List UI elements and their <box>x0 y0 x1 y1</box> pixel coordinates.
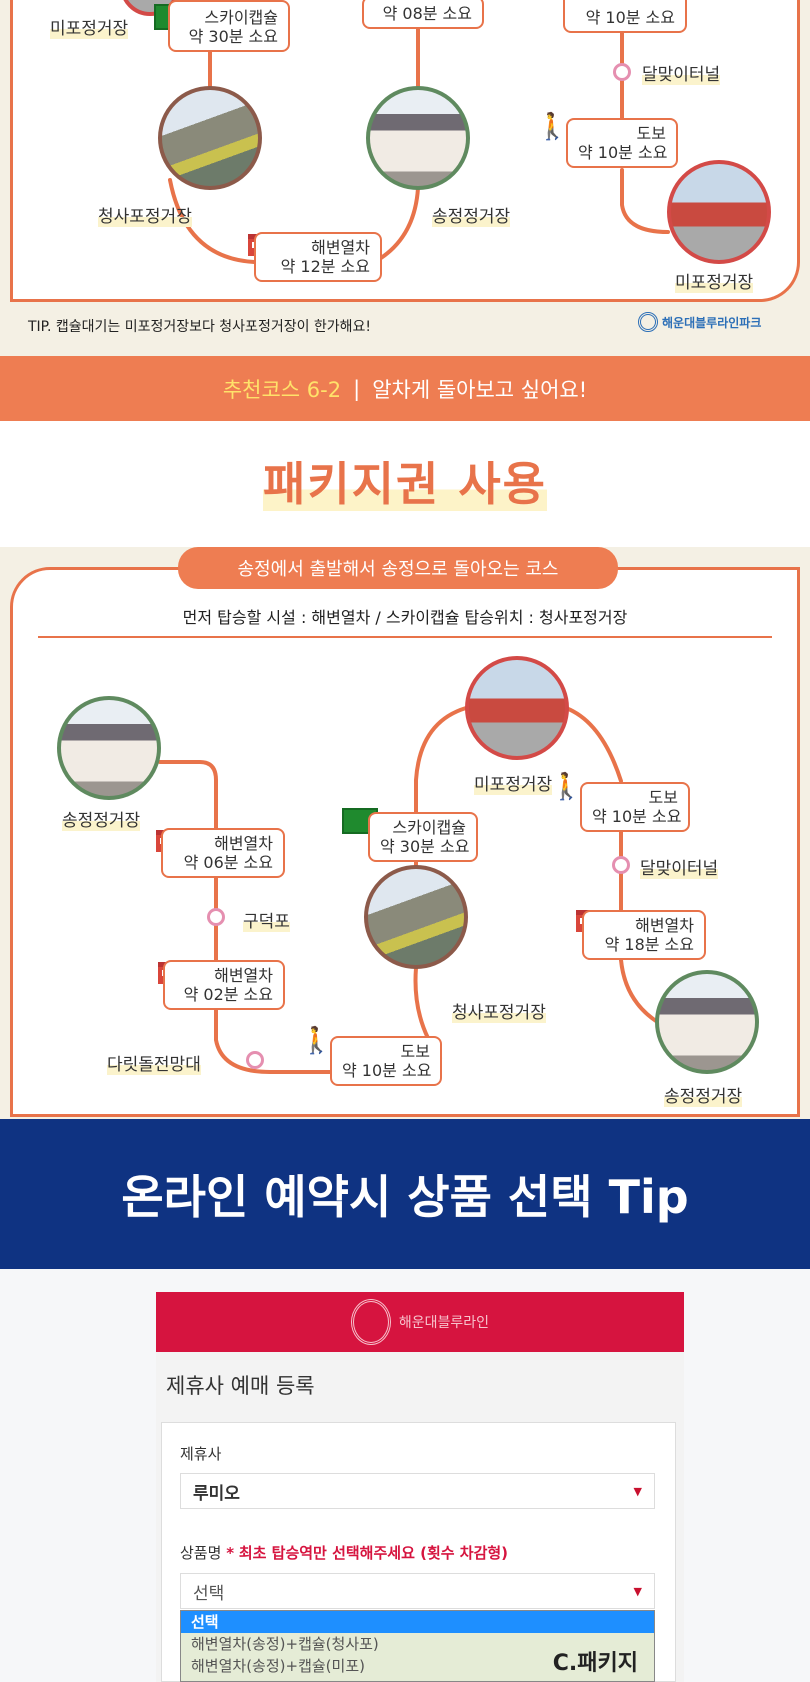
node-label: 달맞이터널 <box>642 60 721 85</box>
caret-down-icon: ▼ <box>633 1584 642 1598</box>
form-title: 제휴사 예매 등록 <box>166 1374 315 1398</box>
segment-train-08: 약 08분 소요 <box>362 0 484 29</box>
station-label: 송정정거장 <box>664 1082 743 1107</box>
product-note: 최초 탑승역만 선택해주세요 (횟수 차감형) <box>238 1544 509 1562</box>
dropdown-option[interactable]: 해변열차(송정)+캡슐(미포) <box>191 1657 365 1675</box>
station-label: 청사포정거장 <box>452 998 546 1023</box>
station-node <box>246 1051 264 1069</box>
station-node <box>207 908 225 926</box>
mipo-station-photo <box>667 160 771 264</box>
partner-label: 제휴사 <box>180 1445 222 1463</box>
product-value: 선택 <box>193 1583 225 1604</box>
walking-icon: 🚶 <box>550 772 583 802</box>
banner-separator: | <box>353 376 361 401</box>
course-pill: 송정에서 출발해서 송정으로 돌아오는 코스 <box>178 547 618 589</box>
package-title: 패키지권 사용 <box>263 457 547 511</box>
blue-line-park-logo-icon <box>350 1299 391 1345</box>
route-line <box>620 168 670 234</box>
partner-select[interactable]: 루미오 ▼ <box>180 1473 655 1509</box>
node-label: 달맞이터널 <box>640 854 719 879</box>
site-header: 해운대블루라인 <box>156 1292 684 1352</box>
product-label-row: 상품명 * 최초 탑승역만 선택해주세요 (횟수 차감형) <box>180 1544 509 1562</box>
package-annotation: C.패키지 <box>552 1651 638 1676</box>
product-dropdown-list: 선택 해변열차(송정)+캡슐(청사포) 해변열차(송정)+캡슐(미포) C.패키… <box>180 1610 655 1682</box>
cheongsapo-station-photo <box>158 86 262 190</box>
cheongsapo-station-photo <box>364 865 468 969</box>
songjeong-station-photo <box>655 970 759 1074</box>
brand-logo: 해운대블루라인파크 <box>638 312 761 332</box>
caret-down-icon: ▼ <box>633 1484 642 1498</box>
divider <box>38 636 772 638</box>
course-title: 알차게 돌아보고 싶어요! <box>372 377 588 402</box>
walking-icon: 🚶 <box>536 112 569 142</box>
course-banner: 추천코스 6-2 | 알차게 돌아보고 싶어요! <box>0 356 810 421</box>
station-label: 미포정거장 <box>474 770 553 795</box>
mipo-station-photo <box>465 656 569 760</box>
route-line <box>158 760 332 1074</box>
station-label: 미포정거장 <box>675 268 754 293</box>
station-label: 송정정거장 <box>62 806 141 831</box>
course-subtitle: 먼저 탑승할 시설 : 해변열차 / 스카이캡슐 탑승위치 : 청사포정거장 <box>182 608 628 627</box>
node-label: 다릿돌전망대 <box>107 1050 201 1075</box>
partner-value: 루미오 <box>193 1483 240 1504</box>
route-line <box>564 706 623 783</box>
songjeong-station-photo <box>366 86 470 190</box>
brand-ring-icon <box>638 312 658 332</box>
station-label: 송정정거장 <box>432 202 511 227</box>
tip-text: TIP. 캡슐대기는 미포정거장보다 청사포정거장이 한가해요! <box>28 319 372 335</box>
logo-text: 해운대블루라인 <box>398 1315 490 1331</box>
route-lines <box>158 22 670 1074</box>
songjeong-station-photo <box>57 696 161 800</box>
product-select[interactable]: 선택 ▼ <box>180 1573 655 1609</box>
route-line <box>379 186 420 260</box>
required-marker: * <box>226 1544 235 1562</box>
route-line <box>619 827 658 1023</box>
dropdown-option[interactable]: 해변열차(송정)+캡슐(청사포) <box>191 1635 379 1653</box>
station-node <box>613 63 631 81</box>
tip-banner: 온라인 예약시 상품 선택 Tip <box>0 1119 810 1269</box>
station-label: 청사포정거장 <box>98 202 192 227</box>
segment-train-10: 약 10분 소요 <box>563 0 687 33</box>
route-line <box>168 178 256 264</box>
station-label: 미포정거장 <box>50 14 129 39</box>
station-node <box>612 856 630 874</box>
dropdown-option[interactable]: 선택 <box>181 1611 654 1633</box>
walking-icon: 🚶 <box>300 1026 333 1056</box>
node-label: 구덕포 <box>243 907 290 932</box>
course-number: 추천코스 6-2 <box>222 377 342 402</box>
route-line <box>414 706 468 868</box>
